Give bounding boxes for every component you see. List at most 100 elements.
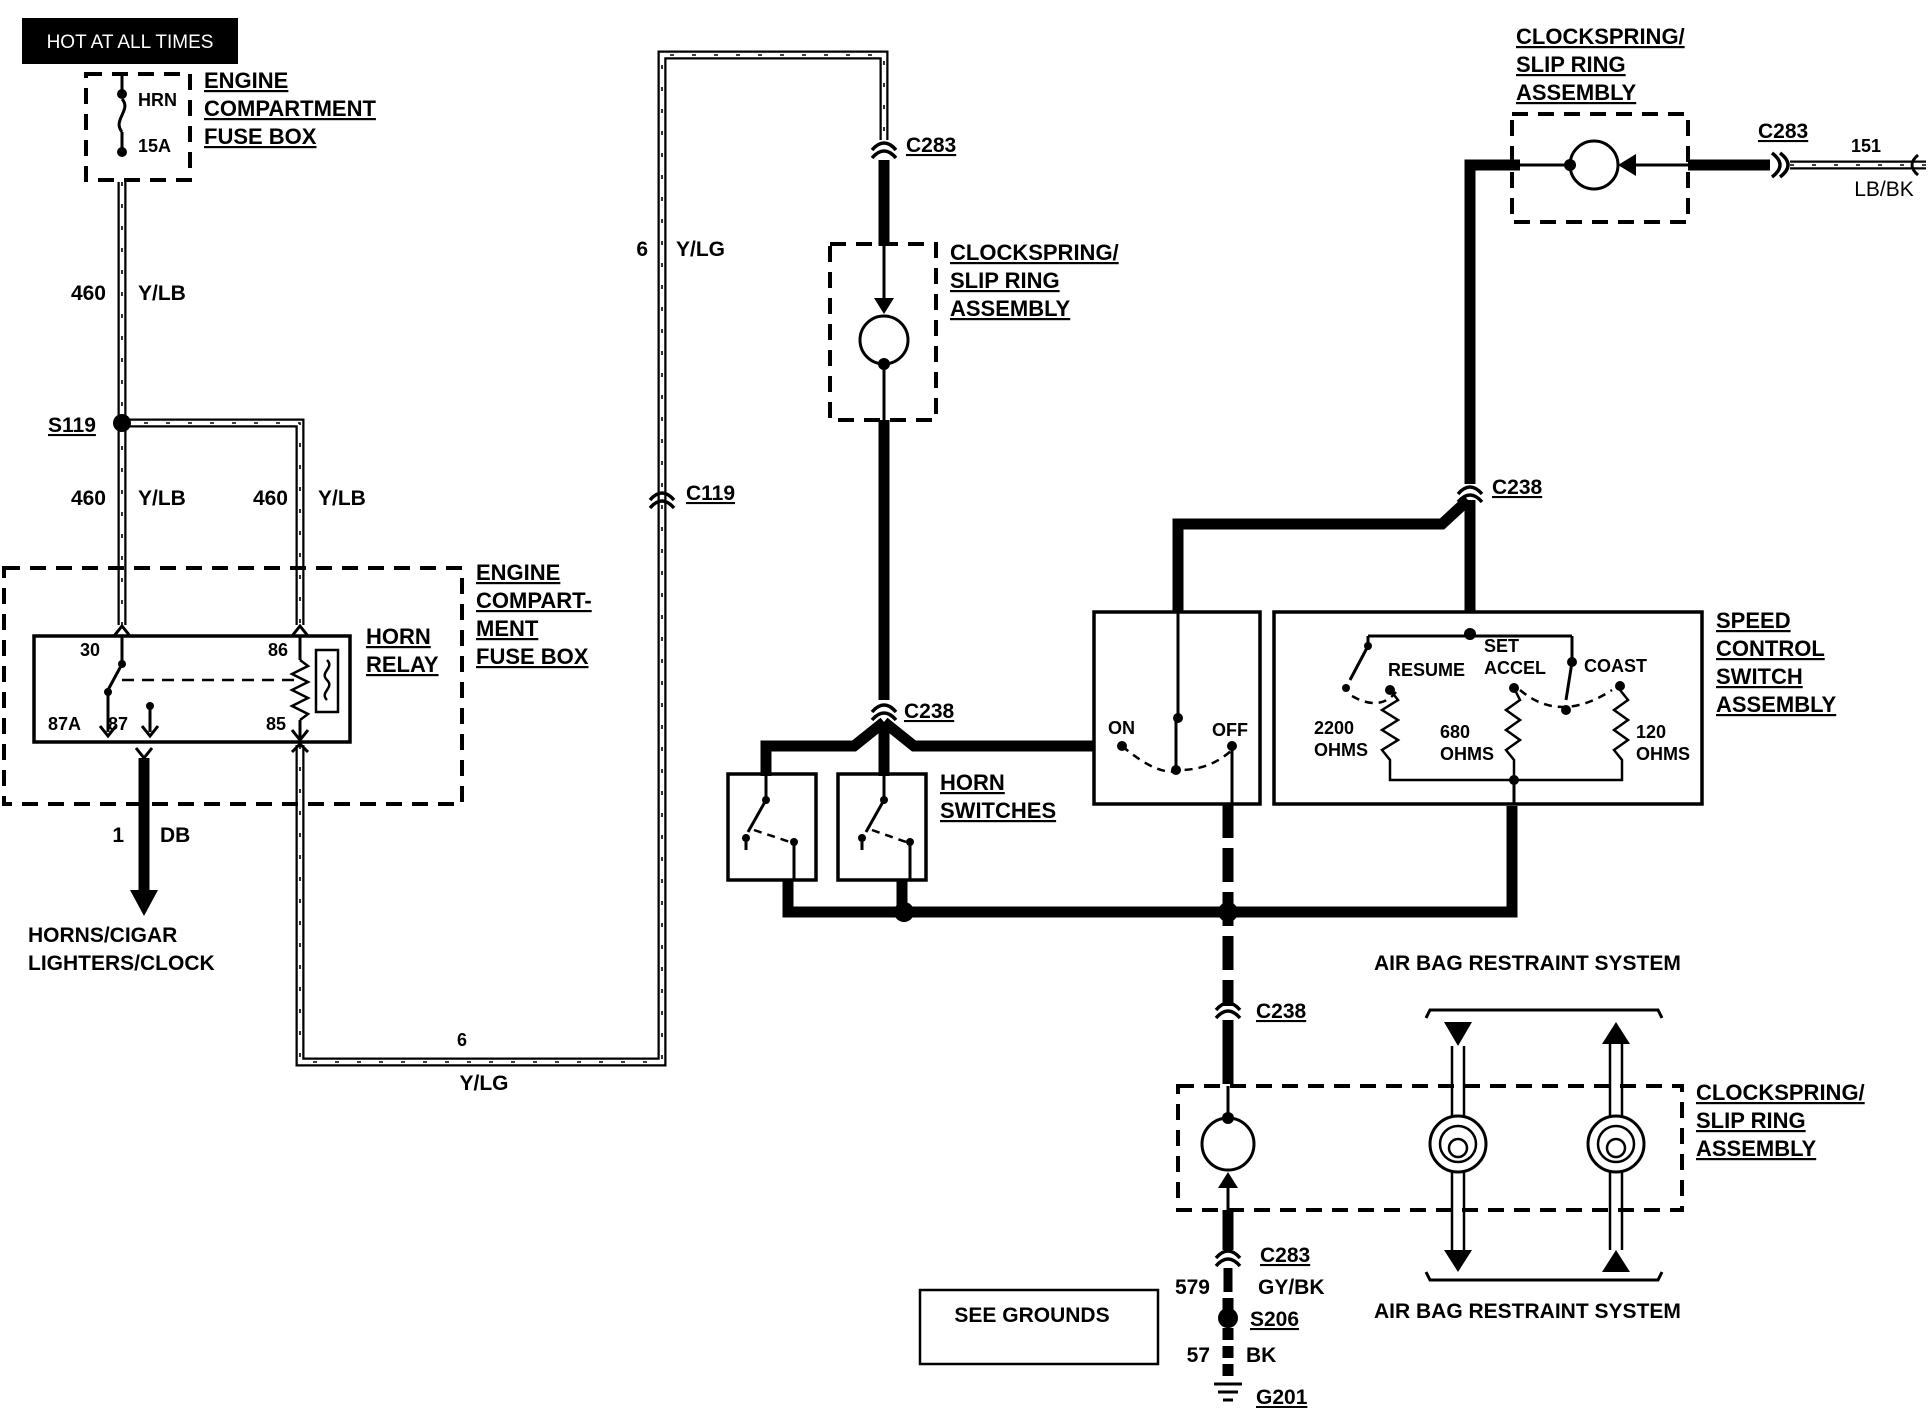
r2-unit: OHMS [1440, 744, 1494, 764]
wire-460-top-num: 460 [71, 282, 106, 305]
clockspring-middle-label-3: ASSEMBLY [950, 296, 1071, 321]
fuse-icon [117, 97, 127, 133]
connector-c283-right: C283 [1758, 120, 1808, 179]
relay-pin-87a: 87A [48, 714, 81, 734]
connector-c283-top: C283 [870, 134, 956, 160]
splice-s119-label: S119 [48, 414, 96, 437]
connector-c283-right-label: C283 [1758, 120, 1808, 143]
wire-579-num: 579 [1175, 1276, 1210, 1299]
splice-s206-dot [1218, 1308, 1238, 1328]
clockspring-bottom: CLOCKSPRING/ SLIP RING ASSEMBLY [1176, 1080, 1865, 1212]
horn-switches-label-2: SWITCHES [940, 798, 1056, 823]
horns-dest-label-1: HORNS/CIGAR [28, 924, 177, 947]
connector-c238-speed-label: C238 [1492, 476, 1543, 499]
switch-off-label: OFF [1212, 720, 1248, 740]
horn-relay: 30 86 87A 87 85 HORN RELAY [32, 623, 439, 744]
speed-control-on-off-switch: ON OFF [1092, 610, 1262, 806]
r3-value: 120 [1636, 722, 1666, 742]
r2-value: 680 [1440, 722, 1470, 742]
fuse-box-relay-label-3: MENT [476, 616, 539, 641]
wire-460-right-color: Y/LB [318, 487, 366, 510]
clockspring-top: CLOCKSPRING/ SLIP RING ASSEMBLY [1510, 24, 1690, 224]
connector-c283-top-label: C283 [906, 134, 956, 157]
air-bag-top-label: AIR BAG RESTRAINT SYSTEM [1374, 952, 1681, 975]
air-bag-bottom-label: AIR BAG RESTRAINT SYSTEM [1374, 1300, 1681, 1323]
wire-151-color: LB/BK [1854, 178, 1914, 201]
wire-460-left-num: 460 [71, 487, 106, 510]
speed-control-label-1: SPEED [1716, 608, 1791, 633]
engine-compartment-fuse-box-relay: ENGINE COMPART- MENT FUSE BOX [2, 560, 592, 806]
fuse-box-relay-label-1: ENGINE [476, 560, 560, 585]
r1-value: 2200 [1314, 718, 1354, 738]
wire-151-num: 151 [1851, 136, 1881, 156]
accel-label: ACCEL [1484, 658, 1546, 678]
connector-c238-horn: C238 [870, 700, 955, 723]
connector-c119: C119 [648, 482, 735, 510]
fuse-box-top-label-3: FUSE BOX [204, 124, 317, 149]
r3-unit: OHMS [1636, 744, 1690, 764]
wire-460-right-num: 460 [253, 487, 288, 510]
horns-dest-label-2: LIGHTERS/CLOCK [28, 952, 215, 975]
clockspring-top-label-1: CLOCKSPRING/ [1516, 24, 1685, 49]
fuse-box-relay-label-2: COMPART- [476, 588, 592, 613]
arrow-down-icon [130, 890, 158, 916]
relay-coil-icon [289, 659, 311, 721]
db-output-wire: 1 DB HORNS/CIGAR LIGHTERS/CLOCK [28, 747, 215, 975]
fuse-box-relay-label-4: FUSE BOX [476, 644, 589, 669]
wire-6-bottom-color: Y/LG [459, 1072, 508, 1095]
connector-c238-bottom: C238 [1214, 1000, 1307, 1023]
clockspring-bottom-label-3: ASSEMBLY [1696, 1136, 1817, 1161]
wire-460-left-color: Y/LB [138, 487, 186, 510]
clockspring-bottom-label-1: CLOCKSPRING/ [1696, 1080, 1865, 1105]
coast-label: COAST [1584, 656, 1647, 676]
horn-switches: HORN SWITCHES [726, 770, 1056, 882]
clockspring-top-label-3: ASSEMBLY [1516, 80, 1637, 105]
relay-pin-86: 86 [268, 640, 288, 660]
air-bag-restraint-system [1424, 1008, 1664, 1282]
splice-s119-dot [113, 414, 131, 432]
relay-pin-30: 30 [80, 640, 100, 660]
relay-pin-87: 87 [108, 714, 128, 734]
wire-6-color: Y/LG [676, 238, 725, 261]
connector-c238-horn-label: C238 [904, 700, 955, 723]
set-label: SET [1484, 636, 1519, 656]
splice-s206-label: S206 [1250, 1308, 1299, 1331]
see-grounds-text: SEE GROUNDS [954, 1304, 1109, 1327]
fuse-name: HRN [138, 90, 177, 110]
wire-57-color: BK [1246, 1344, 1276, 1367]
wire-6-bottom-num: 6 [457, 1030, 467, 1050]
resume-label: RESUME [1388, 660, 1465, 680]
hot-at-all-times-banner: HOT AT ALL TIMES [22, 18, 238, 64]
relay-pin-85: 85 [266, 714, 286, 734]
horn-switches-label-1: HORN [940, 770, 1005, 795]
horn-relay-label-2: RELAY [366, 652, 439, 677]
connector-c238-bottom-label: C238 [1256, 1000, 1307, 1023]
connector-c283-bottom-label: C283 [1260, 1244, 1310, 1267]
resistor-ladder-icon [1379, 689, 1631, 782]
see-grounds-box: SEE GROUNDS [918, 1288, 1160, 1366]
clockspring-middle-label-2: SLIP RING [950, 268, 1060, 293]
wire-57-num: 57 [1187, 1344, 1210, 1367]
fuse-rating: 15A [138, 136, 171, 156]
wire-1-num: 1 [112, 824, 124, 847]
fuse-box-top-label-1: ENGINE [204, 68, 288, 93]
wire-579-color: GY/BK [1258, 1276, 1325, 1299]
wire-1-color: DB [160, 824, 190, 847]
wire-6-num: 6 [636, 238, 648, 261]
connector-c119-label: C119 [686, 482, 735, 505]
r1-unit: OHMS [1314, 740, 1368, 760]
clockspring-bottom-label-2: SLIP RING [1696, 1108, 1806, 1133]
horn-relay-label-1: HORN [366, 624, 431, 649]
clockspring-middle-label-1: CLOCKSPRING/ [950, 240, 1119, 265]
hot-at-all-times-text: HOT AT ALL TIMES [47, 32, 214, 53]
ground-icon [1214, 1382, 1242, 1402]
engine-compartment-fuse-box-top: HRN 15A ENGINE COMPARTMENT FUSE BOX [84, 68, 376, 182]
speed-control-label-2: CONTROL [1716, 636, 1825, 661]
speed-control-label-4: ASSEMBLY [1716, 692, 1837, 717]
speed-control-switch-assembly: RESUME SET ACCEL COAST 2200 OHMS 680 OHM… [1272, 608, 1837, 806]
connector-c238-speed: C238 [1456, 476, 1543, 504]
clockspring-middle: CLOCKSPRING/ SLIP RING ASSEMBLY [828, 240, 1119, 422]
switch-on-label: ON [1108, 718, 1135, 738]
ground-g201-label: G201 [1256, 1386, 1308, 1408]
